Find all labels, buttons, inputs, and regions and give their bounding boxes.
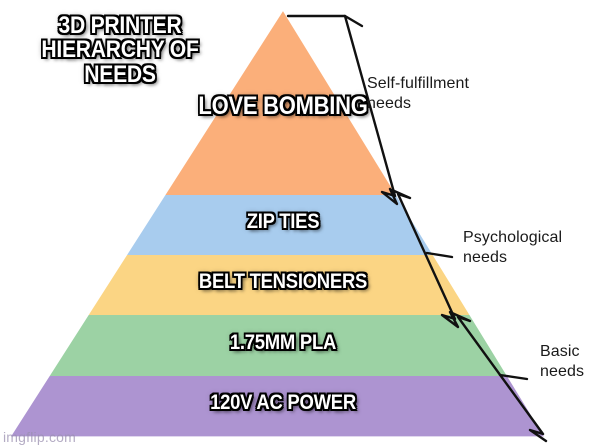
pyramid-band-physiological [10,376,545,437]
bracket-tick-self-fulfillment [343,14,364,28]
pyramid-band-safety [10,315,545,376]
pyramid-outline [8,8,547,438]
side-label-basic: Basic needs [540,343,585,380]
bracket-self-fulfillment [286,14,399,206]
bracket-psychological [390,188,460,329]
side-label-self-fulfillment: Self-fulfillment needs [367,75,470,112]
pyramid-bands [10,10,545,437]
imgflip-watermark: imgflip.com [3,429,76,445]
bracket-tick-basic [498,373,529,381]
side-label-psychological: Psychological needs [463,229,563,266]
bracket-tick-psychological [425,251,454,259]
